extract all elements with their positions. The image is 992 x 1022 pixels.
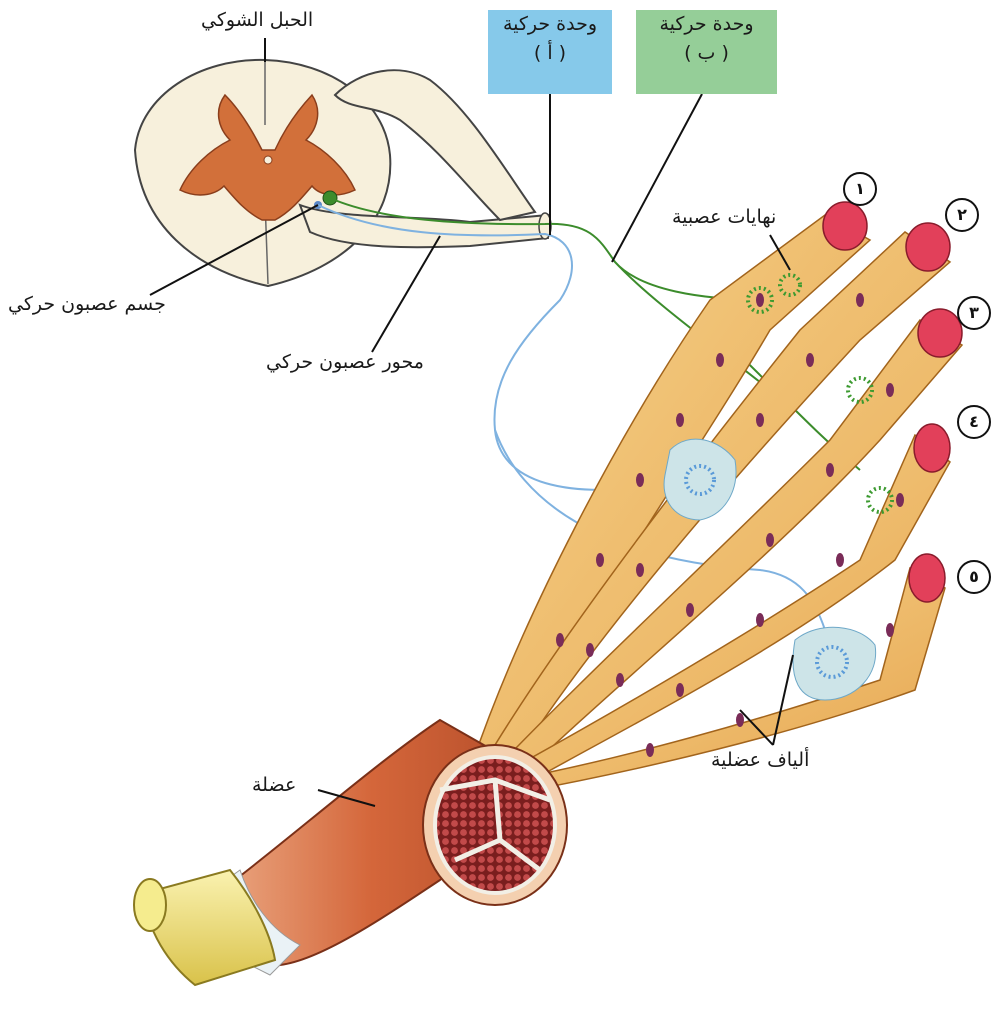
fiber-number-5: ٥ <box>957 560 991 594</box>
label-muscle-fibers: ألياف عضلية <box>711 750 809 772</box>
label-muscle: عضلة <box>252 775 296 797</box>
motor-unit-a-letter: ( أ ) <box>488 39 612 68</box>
muscle <box>134 720 567 985</box>
label-motor-neuron-body: جسم عصبون حركي <box>8 294 166 316</box>
fiber-number-4: ٤ <box>957 405 991 439</box>
label-spinal-cord: الحبل الشوكي <box>201 10 313 32</box>
motor-unit-a-box: وحدة حركية ( أ ) <box>488 10 612 94</box>
label-motor-neuron-axon: محور عصبون حركي <box>266 352 424 374</box>
motor-unit-b-box: وحدة حركية ( ب ) <box>636 10 777 94</box>
fiber-number-2: ٢ <box>945 198 979 232</box>
motor-unit-a-title: وحدة حركية <box>488 10 612 39</box>
fiber-number-1: ١ <box>843 172 877 206</box>
motor-unit-b-title: وحدة حركية <box>636 10 777 39</box>
label-nerve-endings: نهايات عصبية <box>672 207 776 229</box>
motor-unit-b-letter: ( ب ) <box>636 39 777 68</box>
fiber-number-3: ٣ <box>957 296 991 330</box>
